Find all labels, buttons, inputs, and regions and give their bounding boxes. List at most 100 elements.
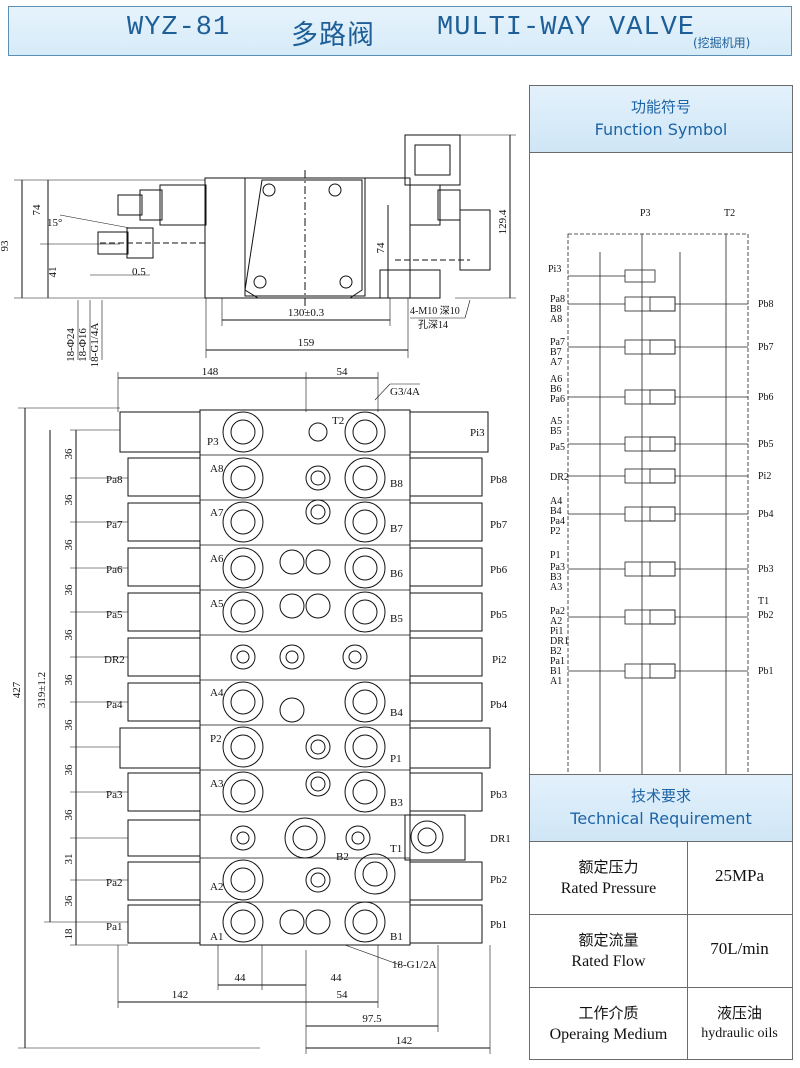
front-view-body (199, 409, 411, 946)
req-label-en: Rated Flow (571, 953, 646, 970)
inner-left-a7: A7 (210, 507, 224, 519)
dim-74-left: 74 (31, 204, 43, 216)
bolt-hole (262, 183, 276, 197)
inner-right-b5: B5 (390, 613, 403, 625)
dim-142-left: 142 (172, 989, 189, 1001)
sym-left-pa2: Pa2 (550, 606, 565, 617)
sym-left-b1: B1 (550, 666, 562, 677)
left-label-pa4: Pa4 (106, 699, 123, 711)
sym-left-a8: A8 (550, 314, 562, 325)
dim-54-bottom: 54 (337, 989, 349, 1001)
req-label-cn: 工作介质 (578, 1006, 639, 1022)
sym-left-p2: P2 (550, 526, 561, 537)
technical-requirement-title-cn: 技术要求 (630, 787, 691, 805)
dim-142-right: 142 (396, 1035, 413, 1047)
function-symbol-title-en: Function Symbol (594, 120, 728, 139)
inner-left-a4: A4 (210, 687, 224, 699)
inner-right-b8: B8 (390, 478, 403, 490)
inner-left-a8: A8 (210, 463, 224, 475)
sym-left-pa6: Pa6 (550, 394, 565, 405)
req-label-cn: 额定压力 (578, 860, 639, 876)
sym-right-pi2: Pi2 (758, 471, 771, 482)
sym-left-a2: A2 (550, 616, 562, 627)
right-label-pb1: Pb1 (490, 919, 507, 931)
req-value: 70L/min (687, 915, 792, 987)
req-row-medium: 工作介质 Operaing Medium 液压油 hydraulic oils (530, 987, 792, 1060)
req-value-en: hydraulic oils (701, 1026, 778, 1041)
model-title: WYZ-81 (127, 13, 231, 43)
hydraulic-schematic: P3 T2 Pi3 Pa8 B8 A8 Pa7 B7 A7 A6 B6 Pa6 … (548, 208, 774, 783)
left-label-pa6: Pa6 (106, 564, 123, 576)
inner-right-t2: T2 (332, 415, 344, 427)
left-label-pa2: Pa2 (106, 877, 123, 889)
sym-right-pb1: Pb1 (758, 666, 774, 677)
inner-right-b6: B6 (390, 568, 403, 580)
dim-44-a: 44 (235, 972, 247, 984)
inner-right-t1: T1 (390, 843, 402, 855)
dim-130: 130±0.3 (288, 307, 325, 319)
inner-left-p2: P2 (210, 733, 222, 745)
sym-left-a3: A3 (550, 582, 562, 593)
dim-41: 41 (47, 267, 59, 278)
pitch-12: 18 (63, 928, 75, 940)
sym-top-p3: P3 (640, 208, 651, 219)
bolt-hole (339, 275, 353, 289)
right-label-pb5: Pb5 (490, 609, 508, 621)
sym-left-pi1: Pi1 (550, 626, 563, 637)
sym-left-a7: A7 (550, 357, 562, 368)
req-value-cn: 液压油 (716, 1006, 762, 1022)
sym-left-p1: P1 (550, 550, 561, 561)
sym-right-pb5: Pb5 (758, 439, 774, 450)
req-value: 液压油 hydraulic oils (687, 988, 792, 1060)
req-label-en: Rated Pressure (560, 880, 657, 897)
left-label-pa7: Pa7 (106, 519, 123, 531)
dim-129-4: 129.4 (497, 209, 509, 234)
bolt-hole (253, 275, 267, 289)
name-en-title: MULTI-WAY VALVE (437, 13, 696, 43)
sym-left-b7: B7 (550, 347, 562, 358)
sym-right-pb3: Pb3 (758, 564, 774, 575)
sym-left-a1: A1 (550, 676, 562, 687)
inner-left-p3: P3 (207, 436, 219, 448)
sym-left-pa8: Pa8 (550, 294, 565, 305)
left-label-dr2: DR2 (104, 654, 125, 666)
inner-right-b7: B7 (390, 523, 403, 535)
inner-left-a3: A3 (210, 778, 224, 790)
left-label-pa3: Pa3 (106, 789, 123, 801)
pitch-10: 31 (63, 854, 75, 865)
port-note-g14: 18-G1/4A (89, 323, 101, 368)
left-label-pa5: Pa5 (106, 609, 123, 621)
inner-left-a2: A2 (210, 881, 223, 893)
req-row-flow: 额定流量 Rated Flow 70L/min (530, 914, 792, 987)
dim-0-5: 0.5 (132, 266, 146, 278)
sym-left-a6: A6 (550, 374, 562, 385)
inner-left-a5: A5 (210, 598, 224, 610)
req-value: 25MPa (687, 842, 792, 914)
pitch-2: 36 (63, 494, 75, 506)
req-label-en: Operaing Medium (549, 1026, 668, 1043)
inner-right-b3: B3 (390, 797, 403, 809)
sym-right-pb6: Pb6 (758, 392, 774, 403)
sym-right-pb7: Pb7 (758, 342, 774, 353)
sym-left-pa1: Pa1 (550, 656, 565, 667)
thread-note-2: 孔深14 (418, 319, 448, 331)
bolt-hole (328, 183, 342, 197)
sym-left-pa7: Pa7 (550, 337, 565, 348)
sym-right-t1: T1 (758, 596, 769, 607)
top-solenoid (404, 134, 461, 186)
sym-left-b8: B8 (550, 304, 562, 315)
dim-319: 319±1.2 (36, 672, 48, 708)
dim-angle: 15° (47, 217, 62, 229)
dim-97-5: 97.5 (362, 1013, 382, 1025)
sym-left-pa4: Pa4 (550, 516, 565, 527)
sym-right-pb2: Pb2 (758, 610, 774, 621)
right-label-pb3: Pb3 (490, 789, 508, 801)
dim-427: 427 (11, 681, 23, 698)
sym-left-pa3: Pa3 (550, 562, 565, 573)
sym-right-pb8: Pb8 (758, 299, 774, 310)
function-symbol-title-cn: 功能符号 (630, 98, 691, 116)
right-label-pb8: Pb8 (490, 474, 508, 486)
sym-top-t2: T2 (724, 208, 735, 219)
right-label-pb7: Pb7 (490, 519, 508, 531)
req-value-text: 25MPa (714, 866, 765, 885)
